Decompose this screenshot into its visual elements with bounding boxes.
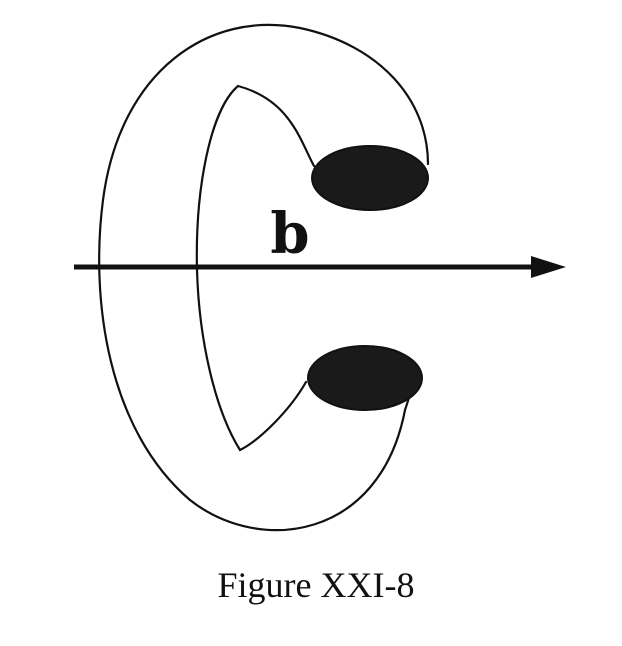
upper-cross-section: [311, 145, 429, 211]
b-arrow-head: [531, 256, 566, 278]
outer-torus-curve: [98, 23, 430, 532]
arrow-label: b: [270, 201, 309, 267]
lower-cross-section: [307, 345, 423, 411]
inner-torus-curve: [195, 84, 316, 452]
figure-caption: Figure XXI-8: [218, 565, 415, 605]
